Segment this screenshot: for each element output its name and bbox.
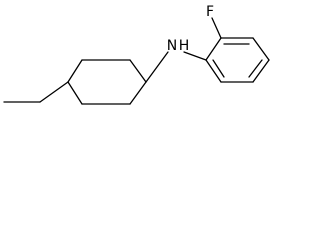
nitrogen-label: N xyxy=(167,38,177,54)
benzene-bond-1 xyxy=(205,37,222,61)
cyclohexane-bond-1 xyxy=(67,59,83,83)
benzene-bond-4 xyxy=(252,59,270,83)
ethyl-bond-to-ring xyxy=(39,81,69,103)
cyclohexane-bond-3 xyxy=(129,59,147,83)
structure-diagram: N H F xyxy=(3,4,270,105)
benzene-double-bond-right xyxy=(248,59,263,78)
ethyl-group xyxy=(3,81,69,103)
bond-ring-to-fluorine xyxy=(211,17,222,39)
benzene-bond-3 xyxy=(252,37,270,61)
benzene-bond-6 xyxy=(205,59,222,83)
cyclohexane-bond-4 xyxy=(129,81,147,105)
cyclohexane-bond-6 xyxy=(67,81,83,105)
benzene-double-bond-left xyxy=(212,59,225,78)
bond-ring-to-nitrogen xyxy=(145,51,169,83)
bond-nitrogen-to-phenyl xyxy=(183,51,207,61)
fluorine-label: F xyxy=(206,4,214,20)
cyclohexane-ring xyxy=(67,59,147,105)
hydrogen-label: H xyxy=(179,38,190,54)
benzene-ring xyxy=(205,37,270,83)
